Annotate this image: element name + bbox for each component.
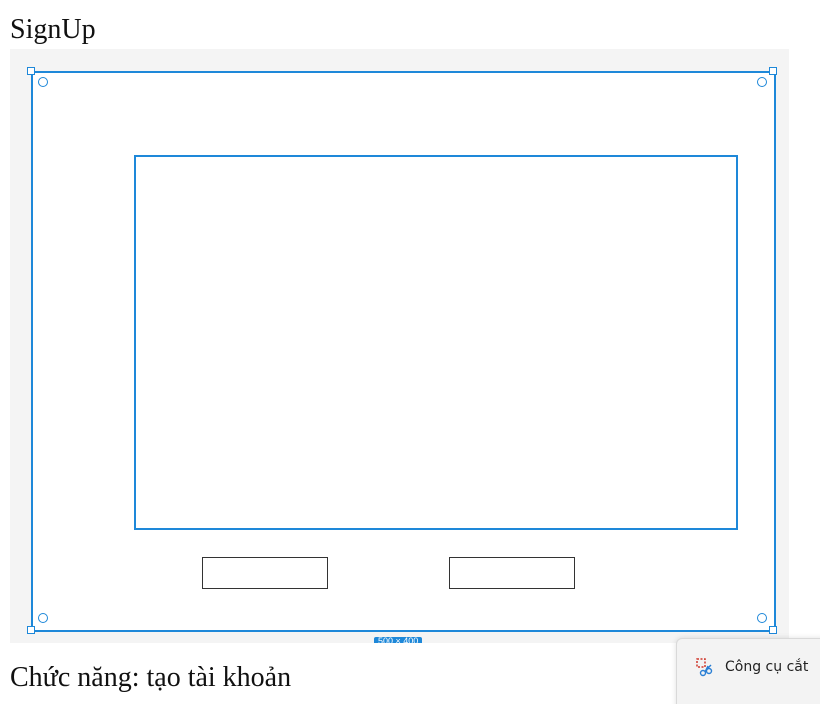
resize-handle-top-left[interactable] (27, 67, 35, 75)
signup-frame[interactable] (31, 71, 776, 632)
size-badge: 500 × 400 (374, 637, 423, 643)
snipping-tool-label: Công cụ cắt (725, 659, 809, 675)
resize-handle-top-right[interactable] (769, 67, 777, 75)
snipping-tool-icon (696, 658, 713, 677)
feature-caption: Chức năng: tạo tài khoản (10, 662, 292, 693)
snipping-tool-notification[interactable]: Công cụ cắt (676, 638, 820, 704)
resize-handle-bottom-left[interactable] (27, 626, 35, 634)
rotate-handle-bottom-left[interactable] (38, 613, 48, 623)
form-panel-placeholder[interactable] (134, 155, 738, 530)
page-title: SignUp (10, 14, 96, 45)
left-button-placeholder[interactable] (202, 557, 328, 589)
design-canvas[interactable]: 500 × 400 (10, 49, 789, 643)
right-button-placeholder[interactable] (449, 557, 575, 589)
rotate-handle-top-right[interactable] (757, 77, 767, 87)
resize-handle-bottom-right[interactable] (769, 626, 777, 634)
rotate-handle-bottom-right[interactable] (757, 613, 767, 623)
rotate-handle-top-left[interactable] (38, 77, 48, 87)
